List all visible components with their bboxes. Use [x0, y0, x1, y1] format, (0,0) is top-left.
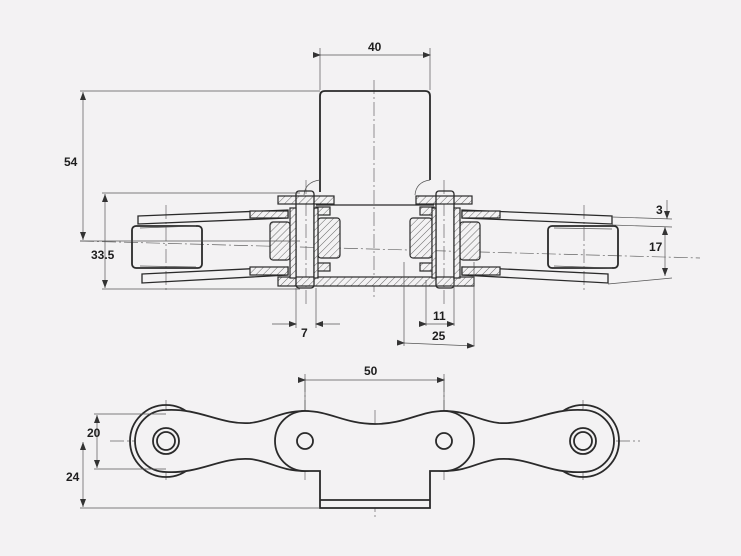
bush-outer-right	[569, 427, 597, 455]
dim-link-height: 20	[87, 426, 101, 440]
dim-attachment-width: 40	[368, 40, 382, 54]
right-pin	[435, 190, 455, 289]
attachment-link	[274, 410, 475, 509]
left-pin-sleeve-l	[289, 207, 297, 279]
arrow-head	[102, 280, 108, 288]
attachment-fillet-right	[414, 179, 431, 196]
arrow-head	[94, 460, 100, 468]
arrow-head	[664, 211, 670, 219]
arrow-head	[94, 415, 100, 423]
dim-overall-width: 33.5	[91, 248, 115, 262]
left-pin	[295, 190, 315, 289]
left-link-plate	[134, 409, 306, 473]
dim-plate-thickness: 3	[656, 203, 663, 217]
bottom-plate-section	[277, 276, 475, 287]
bush-outer-left	[152, 427, 180, 455]
roller-edge	[139, 225, 197, 229]
arrow-head	[102, 194, 108, 202]
pin-hole-left	[296, 432, 314, 450]
arrow-head	[80, 499, 86, 507]
right-plate-hatch-top	[461, 210, 501, 219]
right-bush-outer	[459, 221, 481, 261]
roller-edge	[139, 265, 197, 268]
ext-line	[611, 216, 673, 220]
right-bush-inner	[409, 217, 433, 259]
ext-line	[607, 277, 673, 285]
dim-line-25	[396, 339, 475, 349]
dim-pitch: 50	[364, 364, 378, 378]
right-roller	[547, 225, 619, 269]
dim-attachment-height: 54	[64, 155, 78, 169]
right-plate-hatch-bottom	[461, 266, 501, 276]
bush-inner-right	[573, 431, 593, 451]
dim-bush-width: 11	[433, 309, 446, 323]
arrow-head	[80, 232, 86, 240]
dim-inner-width: 17	[649, 240, 663, 254]
arrow-head	[80, 92, 86, 100]
horizontal-centerline	[79, 240, 701, 259]
arrow-head	[662, 227, 668, 235]
dim-outer-width: 25	[432, 329, 446, 343]
bush-inner-left	[156, 431, 176, 451]
right-pin-sleeve-r	[453, 207, 461, 279]
roller-edge	[553, 227, 613, 230]
left-pin-sleeve-r	[313, 207, 319, 279]
attachment-fillet-left	[303, 179, 321, 196]
left-plate-hatch-top	[249, 210, 289, 219]
dim-pin-diameter: 7	[301, 326, 308, 340]
dim-bracket-height: 24	[66, 470, 80, 484]
ext-line	[611, 224, 673, 228]
roller-edge	[553, 265, 613, 269]
right-link-plate	[443, 409, 615, 473]
arrow-head	[80, 442, 86, 450]
right-pin-sleeve-l	[431, 207, 437, 279]
section-view: 40 54 33.5 3 17 7 11	[64, 40, 701, 349]
top-plate-right	[415, 195, 473, 205]
left-bush-inner	[317, 217, 341, 259]
top-plate-left	[277, 195, 335, 205]
left-roller	[131, 225, 203, 269]
side-view: 50 20 24	[66, 364, 640, 518]
arrow-head	[662, 268, 668, 276]
pin-hole-right	[435, 432, 453, 450]
left-plate-hatch-bottom	[249, 266, 289, 276]
attachment-plate	[319, 90, 431, 192]
